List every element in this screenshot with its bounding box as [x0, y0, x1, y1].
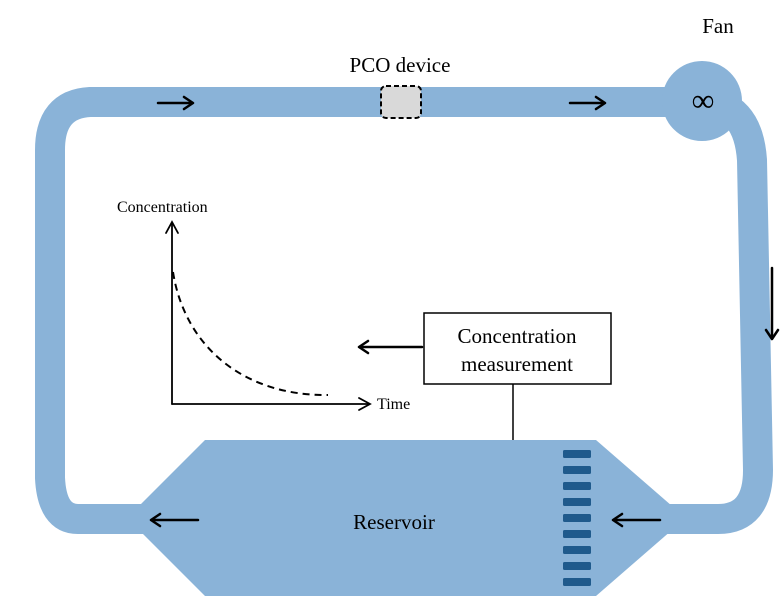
flow-arrow-left-1	[611, 512, 662, 528]
pco-device	[380, 85, 422, 119]
measurement-box	[423, 312, 612, 385]
chart-axes	[165, 220, 372, 411]
flow-arrow-left-2	[149, 512, 200, 528]
measurement-label-line1: Concentration	[458, 324, 577, 348]
decay-curve	[172, 271, 329, 397]
x-axis-label: Time	[377, 396, 410, 413]
measurement-label-line2: measurement	[461, 352, 573, 376]
fan-housing	[662, 61, 742, 141]
flow-arrow-right-2	[568, 95, 607, 111]
fan-label: Fan	[702, 14, 734, 38]
y-axis-arrowhead	[165, 220, 179, 234]
reservoir-slats	[563, 450, 591, 586]
reservoir-body	[139, 440, 672, 596]
flow-arrow-down	[764, 266, 780, 341]
duct-loop	[35, 61, 773, 534]
y-axis-label: Concentration	[117, 199, 208, 216]
reservoir-label: Reservoir	[353, 510, 435, 534]
flow-arrow-right-1	[156, 95, 195, 111]
pco-device-label: PCO device	[350, 53, 451, 77]
fan-icon: ∞	[692, 82, 715, 118]
flow-arrows	[149, 95, 780, 528]
decay-chart: Concentration Time	[117, 199, 410, 413]
x-axis-arrowhead	[358, 397, 372, 411]
measurement-arrow	[357, 339, 424, 355]
